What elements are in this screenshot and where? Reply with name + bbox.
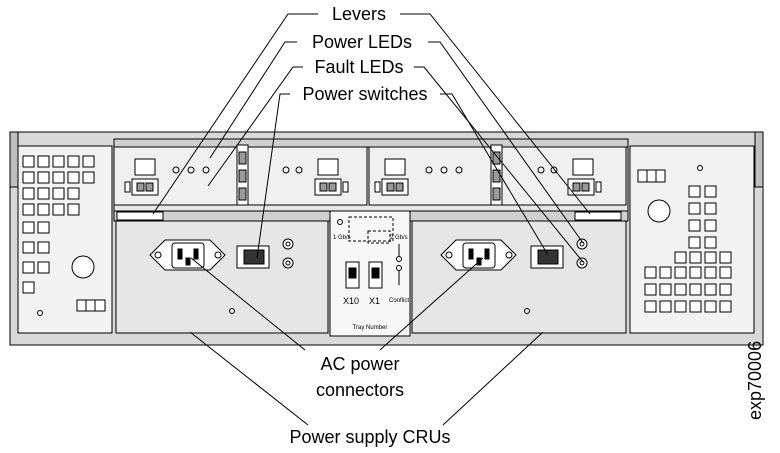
power-led-right: [576, 238, 588, 250]
tray-x1-label: X1: [369, 296, 380, 306]
fault-led-right: [576, 257, 588, 269]
leader-lines: [152, 13, 591, 426]
tray-2gbps-label: 2 Gb/s: [390, 235, 408, 241]
tray-x10-label: X10: [343, 296, 359, 306]
label-fault-leds: Fault LEDs: [314, 57, 403, 77]
power-led-left: [282, 238, 294, 250]
controller-strip: [113, 138, 629, 212]
label-power-leds: Power LEDs: [312, 32, 412, 52]
tray-number-panel: [329, 210, 411, 337]
label-levers: Levers: [332, 4, 386, 24]
label-ac-power-line2: connectors: [316, 380, 404, 400]
left-fan-panel: [17, 145, 113, 334]
tray-number-label: Tray Number: [353, 325, 388, 331]
fault-led-left: [282, 257, 294, 269]
power-supply-right: [411, 220, 627, 334]
tray-1gbps-label: 1 Gb/s: [333, 235, 351, 241]
figure-id: exp70006: [745, 340, 765, 420]
tray-conflict-label: Conflict: [389, 298, 409, 304]
label-power-supply-crus: Power supply CRUs: [289, 427, 450, 447]
power-supply-left: [115, 220, 329, 334]
label-ac-power-line1: AC power: [320, 354, 399, 374]
right-fan-panel: [629, 145, 755, 334]
label-power-switches: Power switches: [302, 84, 427, 104]
